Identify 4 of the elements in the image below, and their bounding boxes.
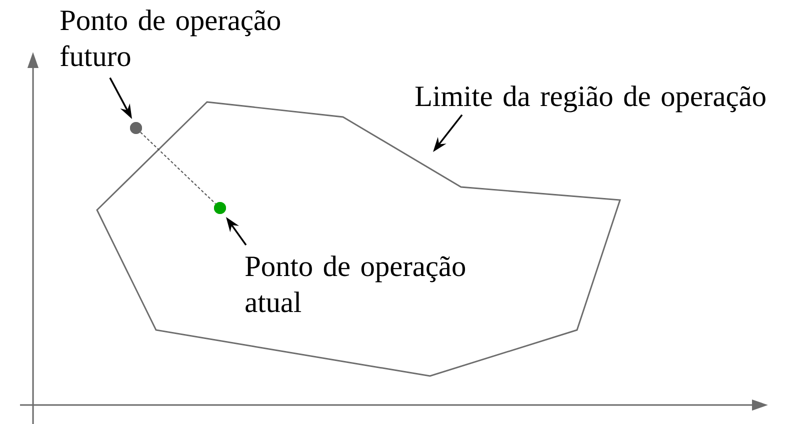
callout-text: Ponto de operação atual [245,256,466,312]
callout-text: Ponto de operação futuro [60,10,280,66]
callout-text: Limite da região de operação [415,86,766,112]
dashed-line [140,132,216,204]
